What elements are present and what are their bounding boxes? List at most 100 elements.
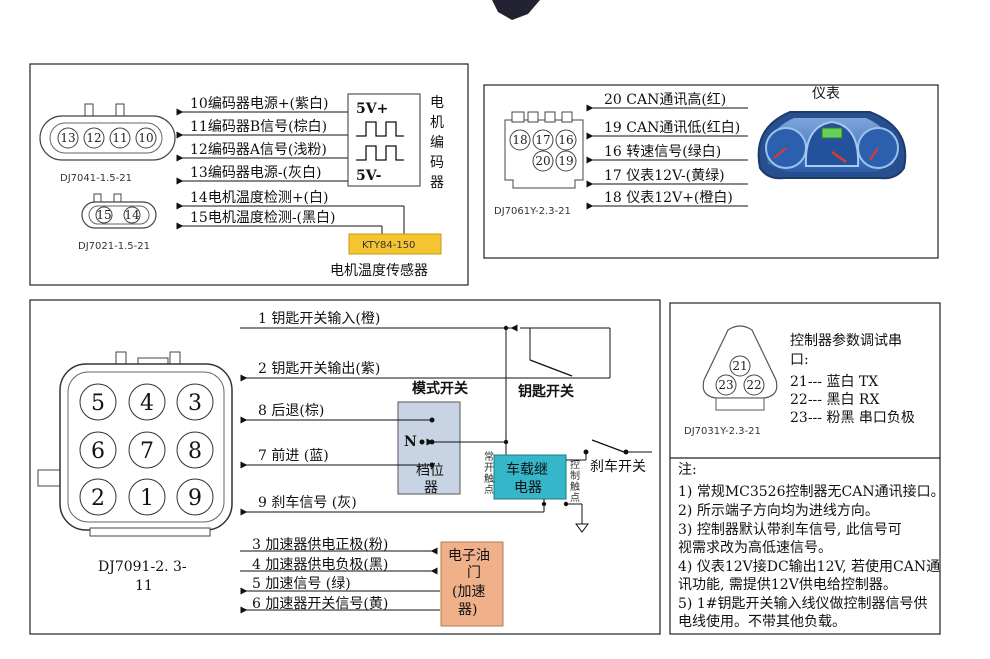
- pin-16: 16: [558, 133, 573, 147]
- pin-22: 22: [746, 378, 761, 392]
- debug-row-22: 22--- 黑白 RX: [790, 392, 879, 408]
- motor-signal-10: 10编码器电源+(紫白): [190, 96, 328, 112]
- connector-dj7031y-label: DJ7031Y-2.3-21: [684, 426, 761, 437]
- pin-1: 1: [140, 486, 154, 511]
- panel-debug-frame: [669, 302, 941, 635]
- encoder-title-1: 电: [430, 95, 444, 111]
- gear-label-1: 档位: [416, 463, 444, 479]
- encoder-v-minus: 5V-: [356, 168, 382, 184]
- note-line-3: 3) 控制器默认带刹车信号, 此信号可: [678, 521, 902, 538]
- throttle-label-2: 门: [467, 565, 481, 581]
- pin-18: 18: [512, 133, 527, 147]
- motor-signal-11: 11编码器B信号(棕白): [190, 119, 327, 135]
- pin-21: 21: [732, 359, 747, 373]
- mode-switch-title: 模式开关: [412, 380, 468, 397]
- note-line-5: 4) 仪表12V接DC输出12V, 若使用CAN通: [678, 558, 940, 575]
- connector-dj7041: 13 12 11 10 DJ7041-1.5-21: [39, 103, 176, 184]
- panel-main-frame: [29, 299, 661, 635]
- temp-sensor-title: 电机温度传感器: [330, 262, 428, 279]
- main-signal-7: 7 前进 (蓝): [258, 447, 329, 464]
- meter-graphic: [757, 111, 907, 180]
- encoder-title-2: 机: [430, 115, 444, 131]
- encoder-title-4: 码: [430, 155, 444, 171]
- relay-right-1: 控: [570, 458, 580, 471]
- debug-row-23: 23--- 粉黑 串口负极: [790, 410, 915, 426]
- panel-debug: 21 23 22 DJ7031Y-2.3-21 控制器参数调试串 口: 21--…: [669, 302, 945, 635]
- note-line-2: 2) 所示端子方向均为进线方向。: [678, 503, 879, 519]
- panel-motor-frame: [29, 63, 469, 286]
- motor-signal-14: 14电机温度检测+(白): [190, 190, 328, 206]
- main-signal-9: 9 刹车信号 (灰): [258, 494, 357, 511]
- notes-title: 注:: [678, 462, 697, 478]
- throttle-label-4: 器): [458, 602, 477, 618]
- panel-motor: 13 12 11 10 DJ7041-1.5-21 15 14 DJ7021-1…: [29, 63, 469, 286]
- debug-row-21: 21--- 蓝白 TX: [790, 374, 878, 390]
- note-line-8: 电线使用。不带其他负载。: [678, 613, 846, 630]
- relay-right-4: 点: [570, 492, 580, 504]
- connector-dj7091-label-2: 11: [135, 578, 153, 594]
- pin-5: 5: [91, 391, 105, 416]
- temp-sensor-box: [348, 233, 442, 255]
- note-line-7: 5) 1#钥匙开关输入线仪做控制器信号供: [678, 596, 927, 612]
- encoder-title-3: 编: [430, 135, 444, 151]
- top-decoration: [492, 0, 540, 20]
- pin-8: 8: [188, 439, 202, 464]
- relay-label-2: 电器: [514, 480, 542, 496]
- note-line-6: 讯功能, 需提供12V供电给控制器。: [678, 577, 897, 593]
- main-signal-4: 4 加速器供电负极(黑): [252, 557, 388, 573]
- relay-right-3: 触: [570, 480, 580, 493]
- meter-signal-20: 20 CAN通讯高(红): [604, 91, 726, 108]
- main-signal-3: 3 加速器供电正极(粉): [252, 537, 388, 553]
- note-line-1: 1) 常规MC3526控制器无CAN通讯接口。: [678, 483, 945, 500]
- temp-sensor-part: KTY84-150: [362, 240, 415, 251]
- pin-7: 7: [140, 439, 154, 464]
- meter-signal-19: 19 CAN通讯低(红白): [604, 120, 740, 136]
- relay-left-3: 触: [484, 472, 494, 485]
- encoder-box: 5V+ 5V-: [347, 93, 421, 187]
- connector-dj7031y: 21 23 22 DJ7031Y-2.3-21: [684, 325, 778, 437]
- pin-4: 4: [140, 391, 154, 416]
- panel-meter-frame: [483, 84, 939, 259]
- connector-dj7061y: 18 17 16 20 19 DJ7061Y-2.3-21: [494, 111, 584, 217]
- pin-13: 13: [60, 131, 75, 145]
- main-signal-6: 6 加速器开关信号(黄): [252, 595, 388, 612]
- meter-screen: [821, 127, 843, 139]
- throttle-label-3: (加速: [452, 584, 485, 600]
- pin-6: 6: [91, 439, 105, 464]
- throttle-box: [440, 541, 504, 627]
- pin-23: 23: [718, 378, 733, 392]
- pin-3: 3: [188, 391, 202, 416]
- relay-right-2: 制: [570, 469, 580, 482]
- connector-dj7041-label: DJ7041-1.5-21: [60, 173, 132, 184]
- debug-title-2: 口:: [790, 352, 809, 368]
- encoder-title-5: 器: [430, 175, 444, 191]
- pin-20: 20: [535, 154, 550, 168]
- pin-2: 2: [91, 486, 105, 511]
- mode-switch-box: [397, 401, 461, 495]
- pin-11: 11: [112, 131, 127, 145]
- meter-title: 仪表: [812, 86, 840, 102]
- pin-19: 19: [558, 154, 573, 168]
- main-signal-2: 2 钥匙开关输出(紫): [258, 361, 380, 377]
- relay-box: [493, 454, 567, 500]
- key-switch-label: 钥匙开关: [518, 383, 574, 400]
- panel-meter: 18 17 16 20 19 DJ7061Y-2.3-21 20 CAN通讯高(…: [483, 84, 939, 259]
- pin-15: 15: [96, 208, 111, 222]
- main-signal-8: 8 后退(棕): [258, 403, 324, 419]
- throttle-label-1: 电子油: [448, 548, 490, 564]
- relay-left-1: 常: [484, 450, 494, 463]
- encoder-v-plus: 5V+: [356, 101, 388, 117]
- mode-switch-n: N: [404, 434, 417, 450]
- meter-signal-16: 16 转速信号(绿白): [604, 144, 721, 160]
- connector-dj7021-label: DJ7021-1.5-21: [78, 241, 150, 252]
- motor-signal-13: 13编码器电源-(灰白): [190, 165, 321, 181]
- pin-12: 12: [86, 131, 101, 145]
- brake-switch-contact: [591, 439, 625, 453]
- gear-label-2: 器: [424, 480, 438, 496]
- meter-signal-17: 17 仪表12V-(黄绿): [604, 167, 725, 184]
- pin-17: 17: [535, 133, 550, 147]
- note-line-4: 视需求改为高低速信号。: [678, 539, 832, 556]
- relay-label-1: 车载继: [506, 461, 548, 478]
- relay-left-2: 开: [484, 463, 494, 474]
